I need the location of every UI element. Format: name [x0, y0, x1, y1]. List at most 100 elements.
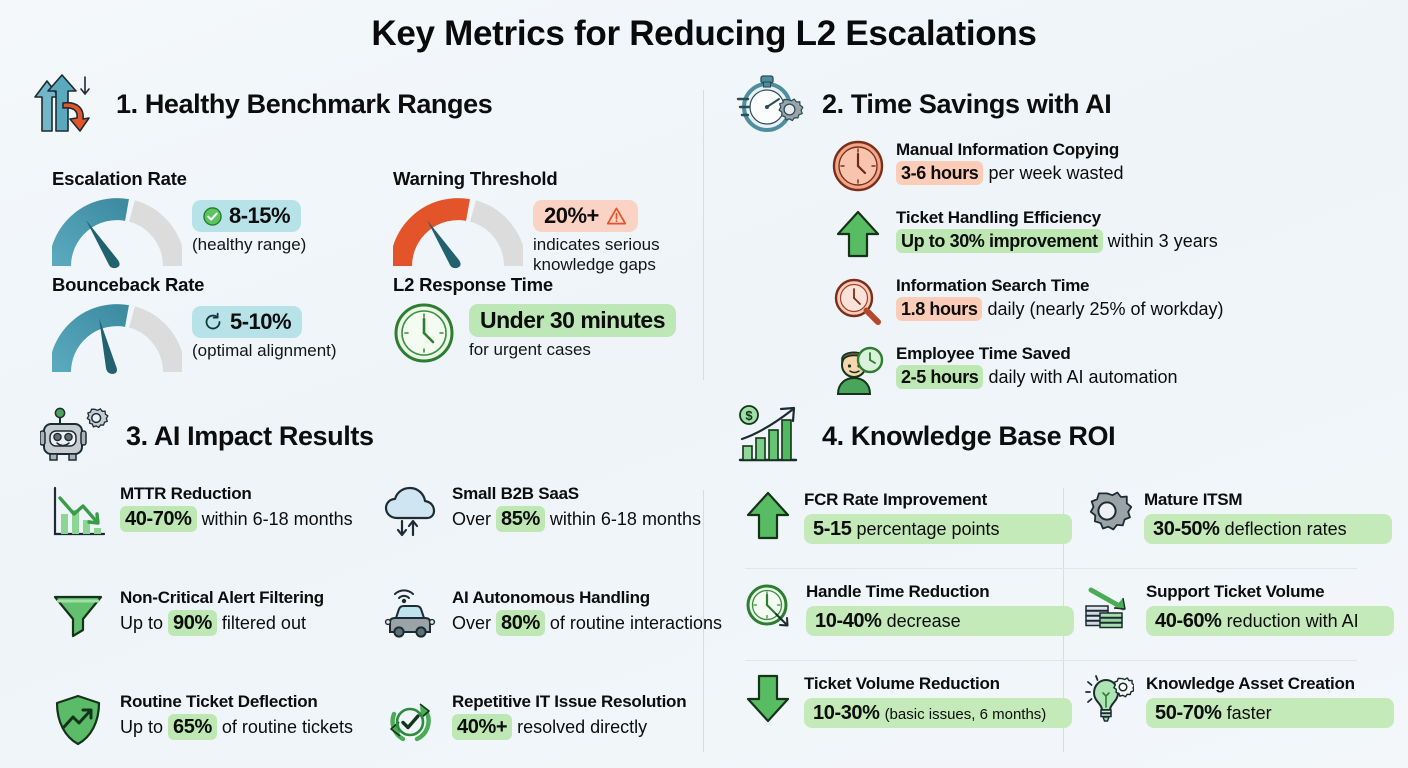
- metric-title: AI Autonomous Handling: [452, 588, 650, 607]
- metric-routine-ticket-deflection: Routine Ticket Deflection Up to 65% of r…: [50, 692, 353, 748]
- money-stack-arrow-icon: [1085, 587, 1126, 629]
- value-note: indicates serious knowledge gaps: [533, 235, 660, 275]
- metric-warning-threshold: Warning Threshold 20%+: [393, 168, 713, 275]
- metric-title: Manual Information Copying: [896, 140, 1119, 159]
- cloud-sync-icon: [384, 486, 436, 537]
- metric-value: 2-5 hours: [896, 364, 984, 389]
- section-3-header: 3. AI Impact Results: [30, 400, 702, 472]
- metric-rest: within 6-18 months: [549, 508, 701, 529]
- metric-value: 40%+: [452, 713, 513, 740]
- metric-value: 40-70%: [120, 505, 197, 532]
- metric-prefix: Over: [452, 612, 492, 633]
- gauge-orange-icon: [393, 198, 523, 269]
- warning-triangle-icon: [606, 207, 627, 225]
- metric-title: Mature ITSM: [1144, 490, 1243, 509]
- metric-ticket-handling-efficiency: Ticket Handling Efficiency Up to 30% imp…: [832, 208, 1224, 260]
- shield-trend-icon: [55, 694, 101, 746]
- divider-vertical-top: [703, 90, 704, 380]
- section-ai-impact-results: 3. AI Impact Results MTTR Reduction 40-7…: [30, 400, 722, 762]
- refresh-icon: [205, 312, 221, 330]
- metric-l2-response-time: L2 Response Time Under: [393, 274, 723, 364]
- metric-title: Non-Critical Alert Filtering: [120, 588, 324, 607]
- metric-title: Ticket Handling Efficiency: [896, 208, 1101, 227]
- section-3-right-column: Small B2B SaaS Over 85% within 6-18 mont…: [382, 484, 722, 748]
- value-note: (optimal alignment): [192, 341, 337, 360]
- metric-title: MTTR Reduction: [120, 484, 252, 503]
- metric-value: 50-70%: [1155, 701, 1222, 724]
- gauge-teal-icon: [52, 198, 182, 269]
- green-up-arrow-icon: [836, 210, 880, 258]
- lightbulb-gear-icon: [1085, 675, 1134, 722]
- value-badge: Under 30 minutes: [469, 304, 676, 337]
- metric-non-critical-alert-filtering: Non-Critical Alert Filtering Up to 90% f…: [50, 588, 353, 644]
- metric-rest: filtered out: [221, 612, 306, 633]
- gauge-teal-icon: [52, 304, 182, 374]
- declining-bar-chart-icon: [53, 486, 106, 536]
- metric-label: Escalation Rate: [52, 168, 187, 189]
- metric-bounceback-rate: Bounceback Rate: [52, 274, 372, 376]
- metric-title: Employee Time Saved: [896, 344, 1071, 363]
- metric-rest: of routine interactions: [549, 612, 722, 633]
- metric-title: Support Ticket Volume: [1146, 582, 1325, 601]
- metric-value: 5-15: [813, 517, 852, 540]
- metric-label: Bounceback Rate: [52, 274, 205, 295]
- section-4-header: $ 4. Knowledge Base ROI: [722, 400, 1394, 472]
- section-4-title: 4. Knowledge Base ROI: [822, 420, 1116, 451]
- metric-mttr-reduction: MTTR Reduction 40-70% within 6-18 months: [50, 484, 353, 540]
- metric-mature-itsm: Mature ITSM 30-50% deflection rates: [1082, 490, 1394, 544]
- metric-fcr-rate-improvement: FCR Rate Improvement 5-15 percentage poi…: [744, 490, 1072, 544]
- svg-text:$: $: [745, 408, 753, 423]
- metric-rest: daily with AI automation: [988, 366, 1178, 387]
- clock-arrow-down-icon: [746, 584, 789, 627]
- metric-ticket-volume-reduction: Ticket Volume Reduction 10-30% (basic is…: [744, 674, 1074, 728]
- metric-title: FCR Rate Improvement: [804, 490, 987, 509]
- metric-title: Ticket Volume Reduction: [804, 674, 1000, 693]
- metric-rest: faster: [1226, 702, 1272, 723]
- metric-value: 65%: [168, 713, 217, 740]
- metric-small-b2b-saas: Small B2B SaaS Over 85% within 6-18 mont…: [382, 484, 722, 540]
- metric-rest: resolved directly: [517, 716, 648, 737]
- green-up-arrow-icon: [746, 491, 790, 540]
- metric-prefix: Up to: [120, 612, 164, 633]
- metric-title: Small B2B SaaS: [452, 484, 579, 503]
- page-title: Key Metrics for Reducing L2 Escalations: [371, 14, 1037, 53]
- magnifier-clock-icon: [834, 278, 881, 325]
- metric-knowledge-asset-creation: Knowledge Asset Creation 50-70% faster: [1082, 674, 1394, 728]
- section-3-left-column: MTTR Reduction 40-70% within 6-18 months…: [50, 484, 353, 748]
- metric-manual-information-copying: Manual Information Copying 3-6 hours per…: [832, 140, 1224, 192]
- clock-orange-icon: [832, 140, 884, 192]
- value-text: 5-10%: [230, 309, 292, 334]
- metric-label: L2 Response Time: [393, 274, 553, 295]
- check-circle-icon: [203, 206, 222, 226]
- section-knowledge-base-roi: $ 4. Knowledge Base ROI FCR Rate Improve…: [722, 400, 1394, 762]
- section-3-title: 3. AI Impact Results: [126, 420, 374, 451]
- divider-horizontal-s4-1: [745, 568, 1357, 569]
- section-2-header: 2. Time Savings with AI: [722, 68, 1394, 140]
- metric-value: 3-6 hours: [896, 160, 984, 185]
- metric-rest: per week wasted: [988, 162, 1124, 183]
- metric-rest: daily (nearly 25% of workday): [987, 298, 1224, 319]
- metric-title: Information Search Time: [896, 276, 1090, 295]
- section-2-title: 2. Time Savings with AI: [822, 88, 1112, 119]
- metric-value: 85%: [496, 505, 545, 532]
- value-text: 20%+: [544, 203, 599, 228]
- value-text: Under 30 minutes: [480, 307, 666, 333]
- metric-value: 40-60%: [1155, 609, 1222, 632]
- metric-rest: deflection rates: [1224, 518, 1347, 539]
- value-badge: 5-10%: [192, 306, 303, 338]
- metric-support-ticket-volume: Support Ticket Volume 40-60% reduction w…: [1082, 582, 1394, 636]
- funnel-icon: [53, 595, 103, 638]
- metric-rest: (basic issues, 6 months): [884, 705, 1047, 723]
- gear-icon: [1089, 491, 1132, 531]
- metric-ai-autonomous-handling: AI Autonomous Handling Over 80% of routi…: [382, 588, 722, 644]
- metric-handle-time-reduction: Handle Time Reduction 10-40% decrease: [744, 582, 1074, 636]
- metric-value: 10-40%: [815, 609, 882, 632]
- metric-rest: of routine tickets: [221, 716, 353, 737]
- growth-chart-dollar-icon: $: [738, 405, 798, 462]
- metric-escalation-rate: Escalation Rate: [52, 168, 372, 270]
- metric-rest: reduction with AI: [1226, 610, 1359, 631]
- metric-value: Up to 30% improvement: [896, 228, 1103, 253]
- stopwatch-gear-icon: [736, 75, 804, 132]
- metric-rest: within 6-18 months: [201, 508, 353, 529]
